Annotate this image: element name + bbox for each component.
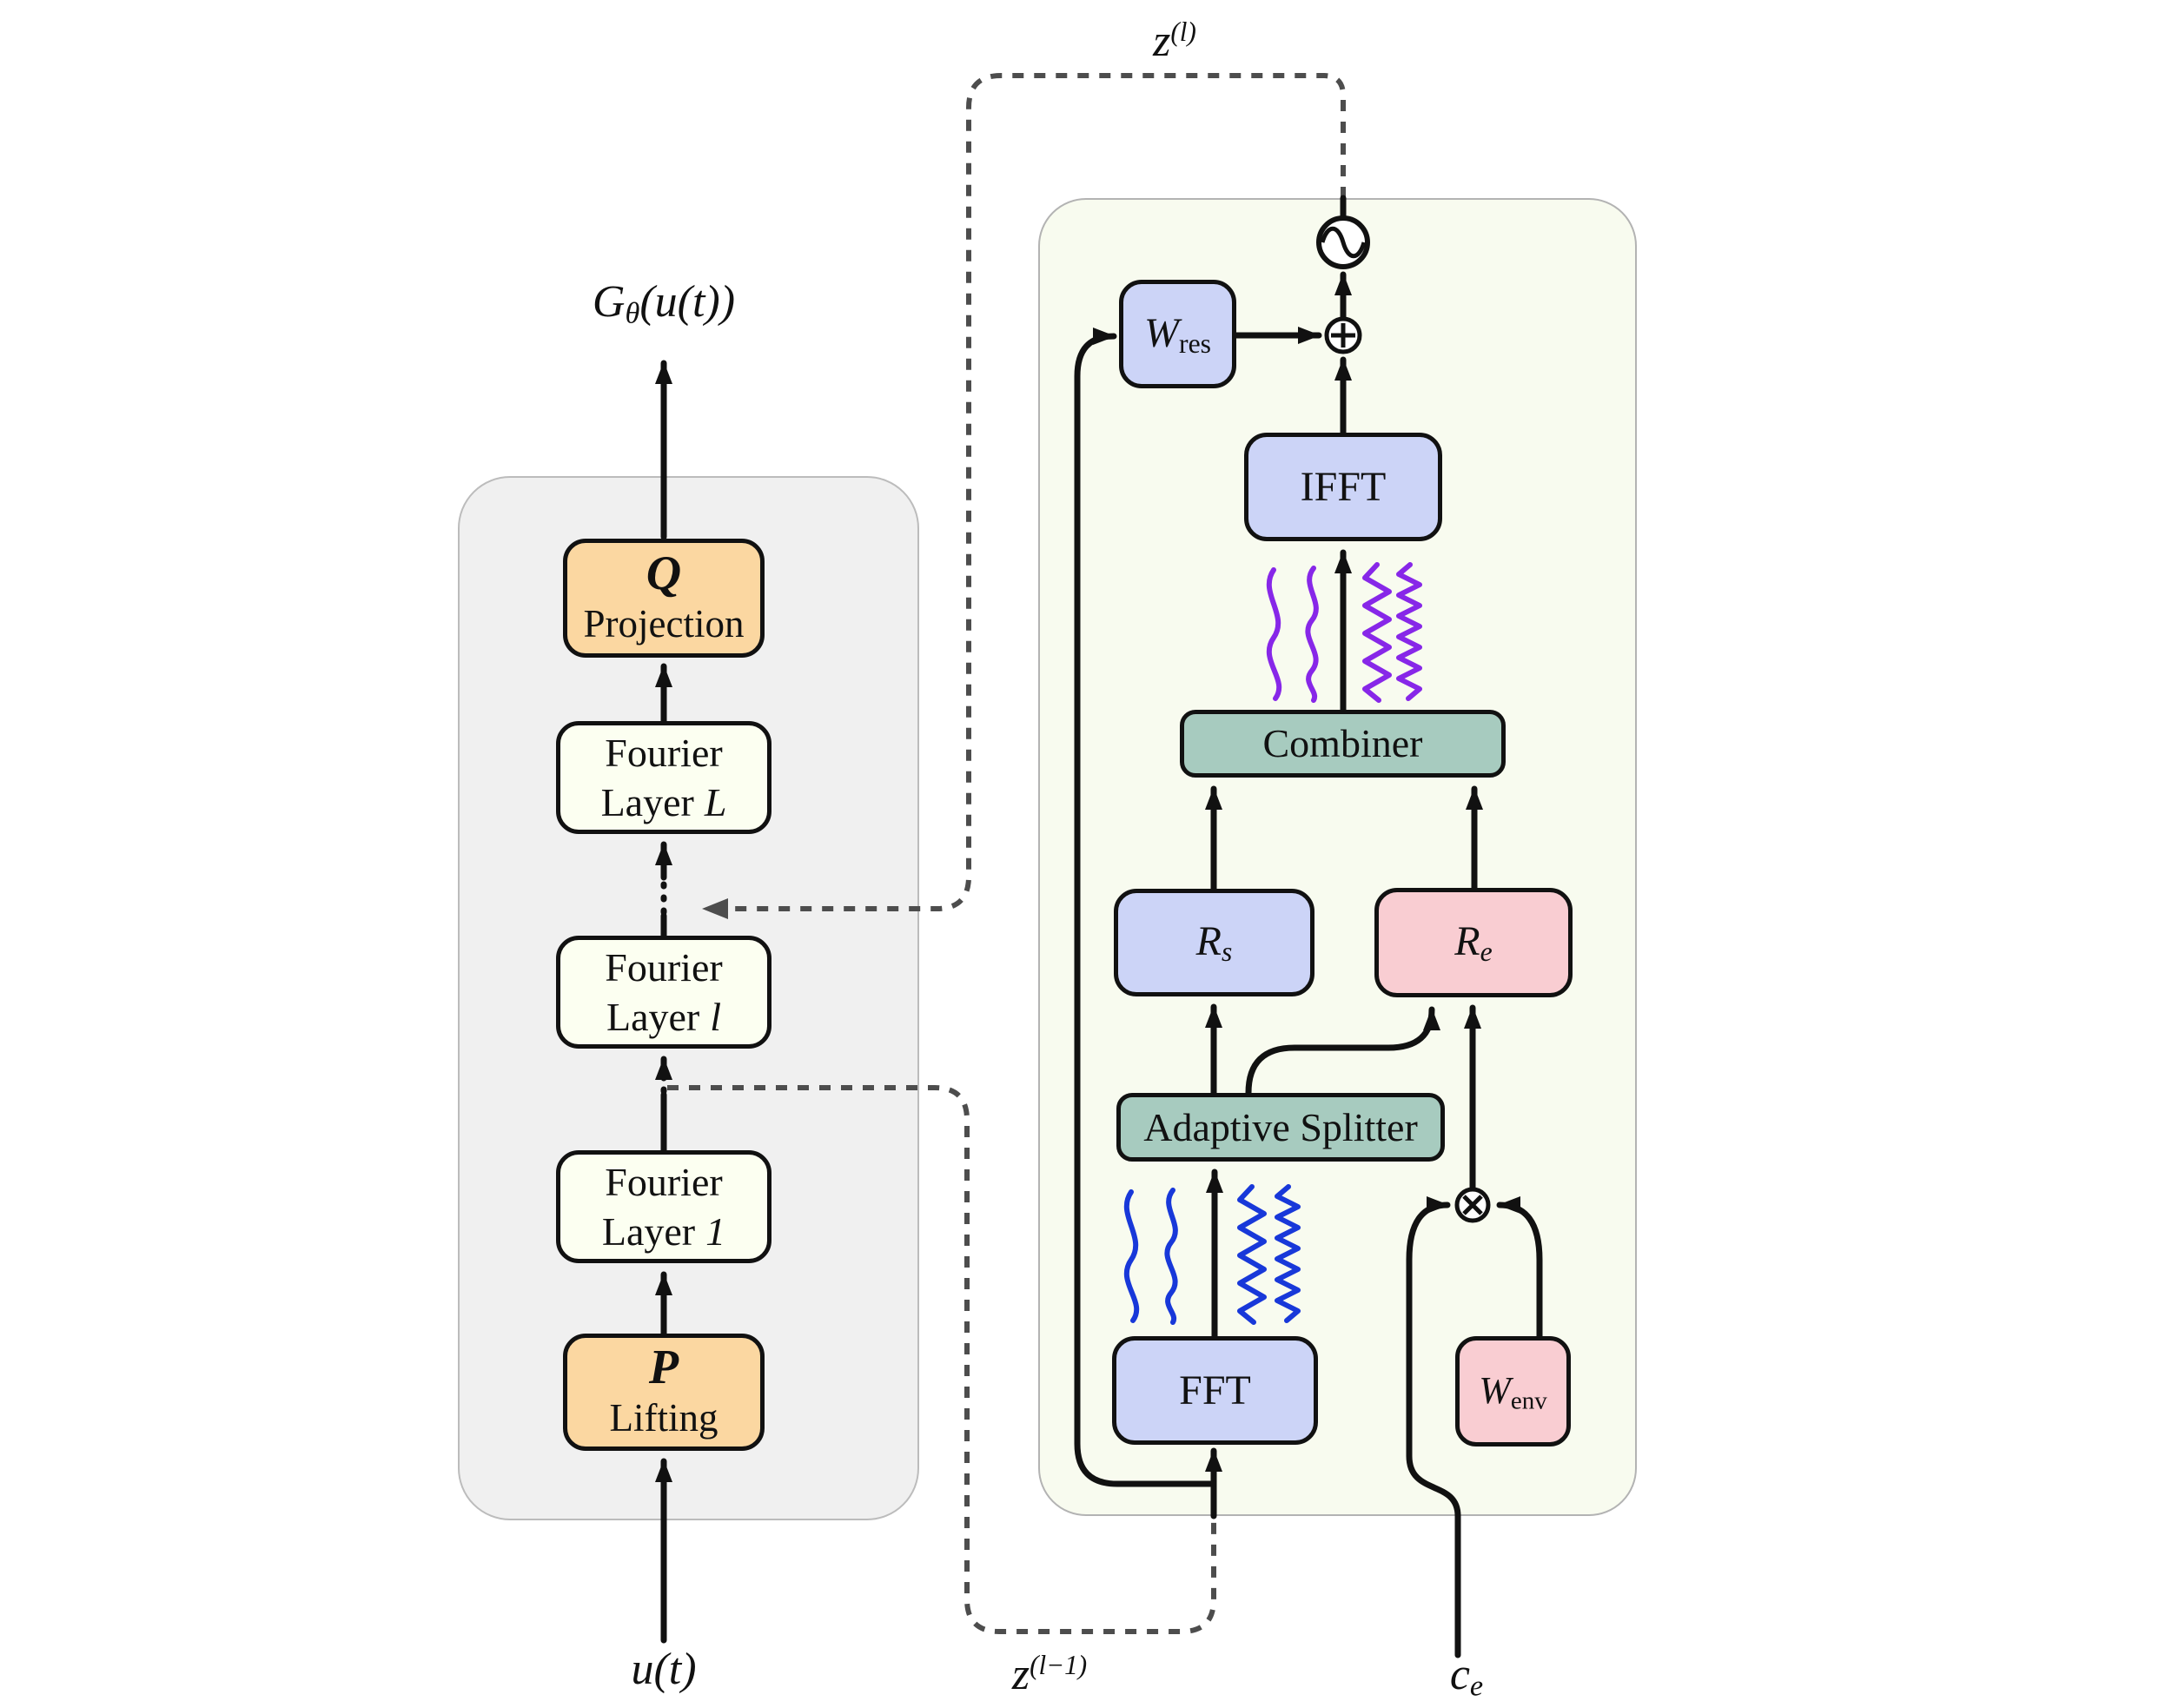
plus-icon bbox=[1324, 316, 1362, 354]
w-env-block: Wenv bbox=[1455, 1336, 1571, 1447]
lifting-symbol: P bbox=[648, 1340, 679, 1394]
z-lm1-input-path bbox=[667, 1085, 1216, 1634]
ifft-block: IFFT bbox=[1244, 433, 1442, 541]
z-lm1-label: z(l−1) bbox=[1011, 1649, 1088, 1699]
z-l-label: z(l) bbox=[1153, 16, 1196, 66]
r-e-block: Re bbox=[1374, 888, 1573, 997]
c-e-label: ce bbox=[1449, 1650, 1484, 1703]
fourier-layer-1-line1: Fourier bbox=[605, 1159, 723, 1204]
lifting-label: Lifting bbox=[609, 1395, 718, 1440]
projection-label: Projection bbox=[583, 601, 745, 645]
multiply-icon bbox=[1454, 1187, 1491, 1223]
w-res-block: Wres bbox=[1119, 280, 1236, 388]
output-label: Gθ(u(t)) bbox=[592, 277, 736, 330]
sine-activation-icon bbox=[1316, 215, 1370, 269]
wenv-to-times-line bbox=[1496, 1196, 1543, 1340]
frequency-waves-blue bbox=[1123, 1184, 1301, 1325]
combiner-block: Combiner bbox=[1180, 710, 1506, 778]
frequency-waves-purple bbox=[1266, 562, 1422, 703]
lifting-block: P Lifting bbox=[563, 1334, 765, 1451]
input-label: u(t) bbox=[631, 1645, 697, 1694]
z-l-feedback-path bbox=[702, 73, 1346, 919]
projection-symbol: Q bbox=[646, 546, 682, 600]
arrow-splitter-to-re bbox=[1245, 1006, 1440, 1096]
ce-input-line bbox=[1406, 1196, 1461, 1658]
projection-block: Q Projection bbox=[563, 539, 765, 658]
residual-skip-line bbox=[1074, 328, 1217, 1487]
r-s-block: Rs bbox=[1114, 889, 1314, 996]
fourier-layer-l-line1: Fourier bbox=[605, 944, 723, 990]
fft-block: FFT bbox=[1112, 1336, 1318, 1445]
fourier-layer-L-line1: Fourier bbox=[605, 730, 723, 775]
adaptive-splitter-block: Adaptive Splitter bbox=[1116, 1093, 1445, 1162]
